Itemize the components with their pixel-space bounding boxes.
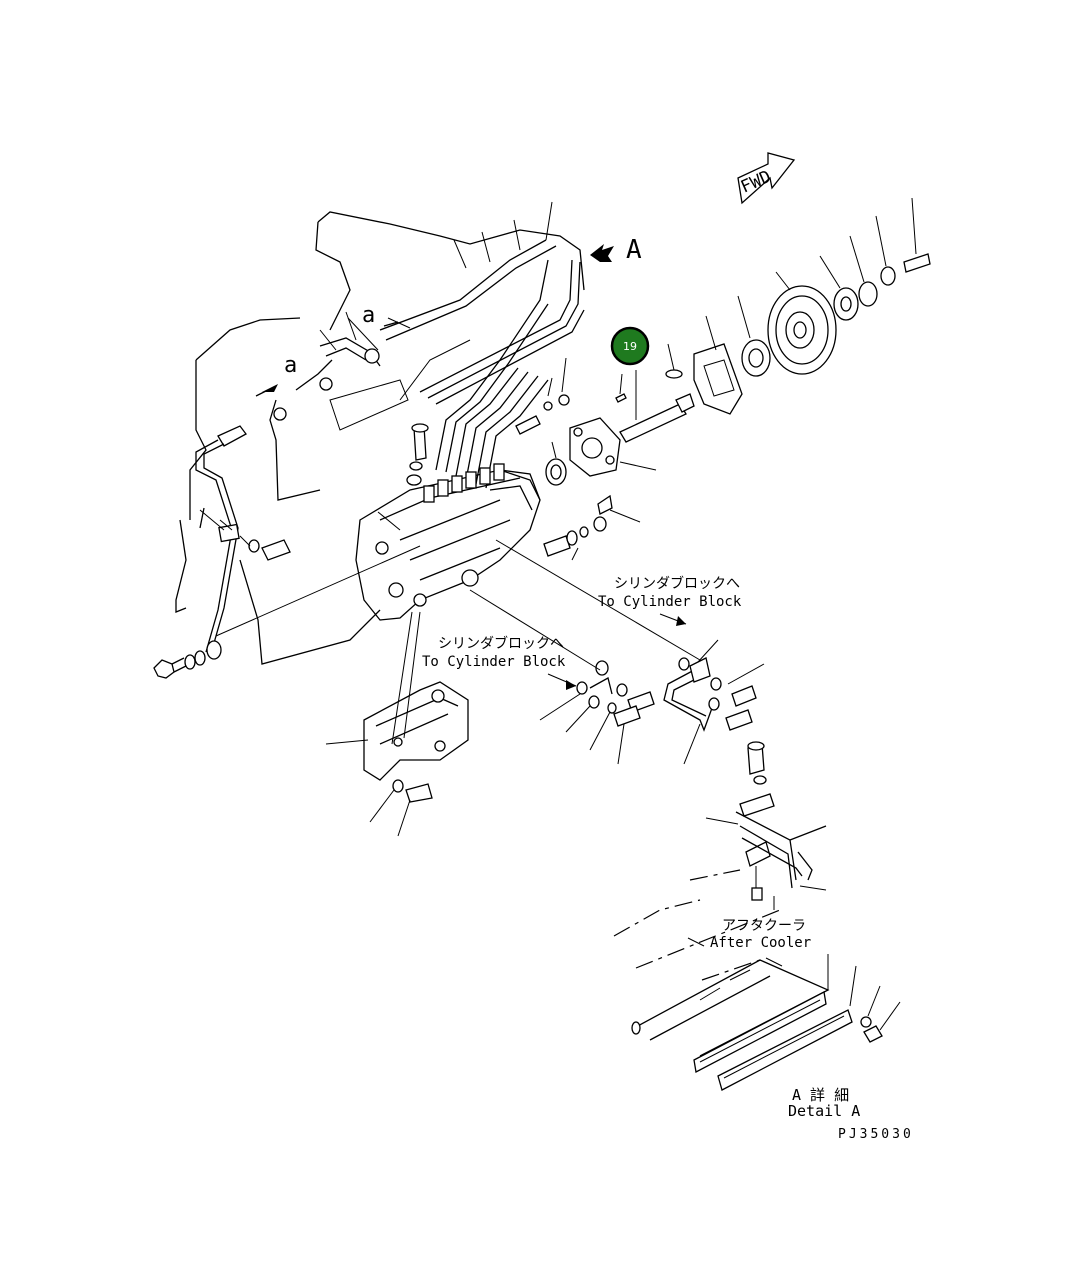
cyl-block-jp-2: シリンダブロックへ [438,635,564,652]
cylinder-block-pipe-2: シリンダブロックへ To Cylinder Block [422,589,655,765]
gear-fasteners [819,197,931,321]
injection-pump [355,463,541,621]
after-cooler-en: After Cooler [710,935,811,951]
cylinder-block-pipe-1: シリンダブロックへ To Cylinder Block [495,539,765,765]
coupling-housing [545,417,657,486]
label-a-1: a [362,303,375,328]
detail-a-en: Detail A [788,1102,860,1120]
detail-a-caption: A 詳 細 Detail A PJ35030 [788,1086,914,1142]
leader-lines-top [319,201,553,351]
cyl-block-en-2: To Cylinder Block [422,654,566,670]
left-fuel-tube [195,425,247,653]
bearing [737,295,771,377]
cyl-block-en-1: To Cylinder Block [598,594,742,610]
after-cooler-assembly: アフタクーラ After Cooler [613,793,827,981]
view-a-arrow: A [590,235,642,265]
pump-side-bolts [543,494,641,561]
pump-delivery-valves [423,463,505,503]
bottom-left-bolts [153,545,421,679]
injection-lines [273,239,585,489]
label-a-2: a [284,353,297,378]
pump-bracket [325,611,469,837]
callout-number[interactable]: 19 [623,340,637,353]
view-a-label: A [626,235,642,265]
callout-19[interactable]: 19 [610,326,650,366]
shaft-part-19 [615,343,695,443]
drawing-number: PJ35030 [838,1127,914,1142]
label-a-group: a a [255,303,399,397]
block-bolt [239,535,291,561]
pump-small-parts [406,357,570,486]
callout-circle[interactable] [610,326,650,366]
fwd-label: FWD [738,167,774,198]
cyl-block-jp-1: シリンダブロックへ [614,575,740,592]
detail-a-plates [631,954,901,1091]
gasket [693,315,743,415]
engine-block-outline [175,211,585,665]
detail-a-jp: A 詳 細 [792,1086,849,1104]
fwd-arrow: FWD [737,152,796,205]
drive-gear [767,271,837,375]
after-cooler-bolts [747,741,767,785]
after-cooler-jp: アフタクーラ [722,918,806,934]
